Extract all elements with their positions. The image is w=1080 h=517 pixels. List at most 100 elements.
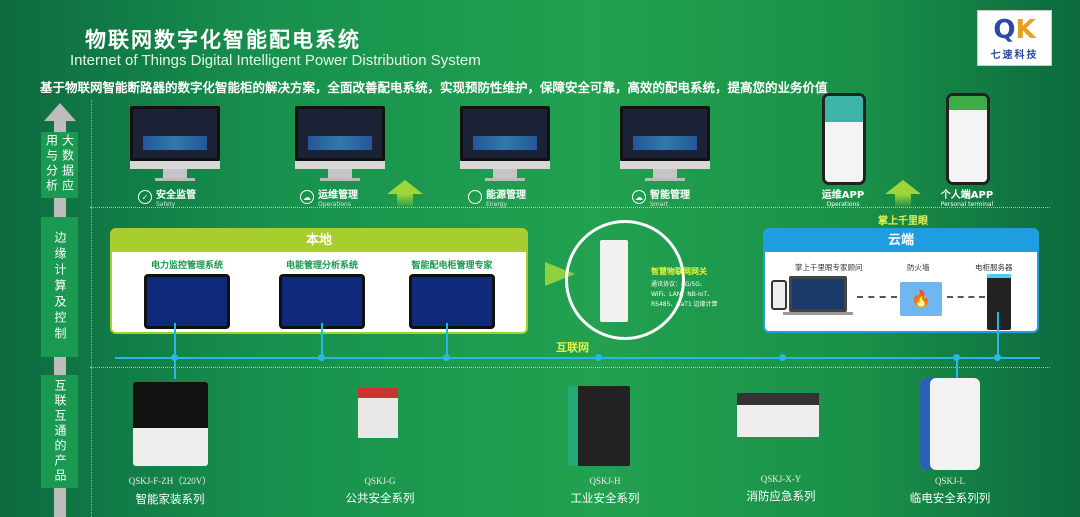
phone-operations-app bbox=[822, 93, 866, 185]
app-label-en: Safety bbox=[156, 201, 176, 208]
network-node bbox=[443, 354, 450, 361]
laptop-icon bbox=[789, 276, 847, 312]
connector bbox=[174, 323, 176, 357]
gateway-line: RS485、CaT1 边缘计算 bbox=[651, 301, 718, 308]
layer-edge: 边缘计算及控制 bbox=[41, 217, 78, 357]
gateway-line: 通讯协议：4G/5G、 bbox=[651, 281, 706, 288]
app-label: 运维管理 bbox=[318, 190, 358, 201]
phone-icon bbox=[771, 280, 787, 310]
page-subtitle: Internet of Things Digital Intelligent P… bbox=[70, 52, 481, 69]
monitor-safety bbox=[130, 106, 220, 181]
system-cabinet-expert: 智能配电柜管理专家 bbox=[397, 258, 507, 329]
product-public: QSKJ-G 公共安全系列 bbox=[300, 476, 460, 506]
product-name: 公共安全系列 bbox=[345, 493, 415, 505]
system-power-monitor: 电力监控管理系统 bbox=[132, 258, 242, 329]
phone-label-text: 个人端APP bbox=[940, 190, 994, 201]
cloud-item-label: 防火墙 bbox=[907, 263, 930, 272]
product-name: 临电安全系列列 bbox=[909, 493, 991, 505]
network-node bbox=[595, 354, 602, 361]
product-name: 智能家装系列 bbox=[135, 494, 205, 506]
monitor-smart bbox=[620, 106, 710, 181]
layer-label: 边缘计算及控制 bbox=[53, 231, 67, 343]
server-icon bbox=[987, 274, 1011, 330]
layer-products: 互联互通的产品 bbox=[41, 375, 78, 488]
product-name: 消防应急系列 bbox=[746, 491, 816, 503]
layer-arrow-head-icon bbox=[44, 103, 76, 121]
up-arrow-icon bbox=[387, 180, 423, 208]
app-label: 安全监管 bbox=[156, 190, 196, 201]
product-home-image bbox=[133, 382, 208, 466]
app-label-en: Operations bbox=[318, 201, 351, 208]
gateway-device bbox=[600, 240, 628, 322]
app-label-en: Energy bbox=[486, 201, 508, 208]
connector bbox=[997, 312, 999, 357]
gateway-ring bbox=[565, 220, 685, 340]
system-label: 电能管理分析系统 bbox=[285, 261, 358, 271]
product-industrial-image bbox=[568, 386, 630, 466]
network-node bbox=[953, 354, 960, 361]
divider bbox=[90, 207, 1050, 208]
system-label: 电力监控管理系统 bbox=[150, 261, 223, 271]
dashed-arrow bbox=[947, 296, 985, 298]
gateway-title: 智慧物联网网关 bbox=[651, 267, 707, 276]
bulb-icon bbox=[468, 190, 482, 204]
system-energy-analysis: 电能管理分析系统 bbox=[267, 258, 377, 329]
product-home: QSKJ-F-ZH（220V） 智能家装系列 bbox=[90, 474, 250, 507]
layer-big-data: 大数据应用与分析 bbox=[41, 132, 78, 198]
product-public-image bbox=[358, 388, 398, 438]
network-label: 互联网 bbox=[556, 341, 589, 354]
app-label: 能源管理 bbox=[486, 190, 526, 201]
laptop-base bbox=[783, 312, 853, 315]
network-node bbox=[171, 354, 178, 361]
layer-label: 大数据应用与分析 bbox=[44, 134, 75, 194]
page-description: 基于物联网智能断路器的数字化智能柜的解决方案，全面改善配电系统，实现预防性维护，… bbox=[40, 80, 828, 95]
operations-icon: ☁ bbox=[300, 190, 314, 204]
cloud-panel: 云端 掌上千里眼专家顾问 防火墙 电柜服务器 🔥 bbox=[763, 228, 1039, 333]
cloud-caption: 掌上千里眼 bbox=[878, 216, 928, 227]
network-node bbox=[779, 354, 786, 361]
phone-personal-app bbox=[946, 93, 990, 185]
connector bbox=[321, 323, 323, 357]
divider bbox=[90, 367, 1050, 368]
product-model: QSKJ-G bbox=[364, 476, 396, 486]
network-line bbox=[115, 357, 1040, 359]
product-model: QSKJ-F-ZH（220V） bbox=[128, 476, 212, 486]
app-label-en: Smart bbox=[650, 201, 669, 208]
firewall-icon: 🔥 bbox=[900, 282, 942, 316]
up-arrow-icon bbox=[885, 180, 921, 208]
system-label: 智能配电柜管理专家 bbox=[411, 261, 493, 271]
shield-icon: ✓ bbox=[138, 190, 152, 204]
cloud-item-label: 电柜服务器 bbox=[975, 263, 1013, 272]
dashed-arrow bbox=[857, 296, 897, 298]
local-panel: 本地 电力监控管理系统 电能管理分析系统 智能配电柜管理专家 bbox=[110, 228, 528, 334]
network-node bbox=[318, 354, 325, 361]
network-node bbox=[994, 354, 1001, 361]
gateway-line: WiFi、LAN、NB-IoT、 bbox=[651, 291, 714, 298]
cloud-item-label: 掌上千里眼专家顾问 bbox=[795, 263, 863, 272]
product-temp-power-image bbox=[920, 378, 980, 470]
cloud-icon: ☁ bbox=[632, 190, 646, 204]
phone-label-en: Personal terminal bbox=[940, 201, 994, 208]
monitor-energy bbox=[460, 106, 550, 181]
app-label: 智能管理 bbox=[650, 190, 690, 201]
divider bbox=[91, 100, 92, 517]
gateway-protocols: 通讯协议：4G/5G、 WiFi、LAN、NB-IoT、 RS485、CaT1 边缘… bbox=[651, 280, 718, 310]
product-name: 工业安全系列 bbox=[570, 493, 640, 505]
connector bbox=[956, 357, 958, 379]
phone-label-text: 运维APP bbox=[821, 190, 865, 201]
layer-label: 互联互通的产品 bbox=[53, 379, 67, 484]
monitor-operations bbox=[295, 106, 385, 181]
cloud-title: 云端 bbox=[765, 230, 1037, 252]
local-title: 本地 bbox=[112, 230, 526, 252]
connector bbox=[446, 323, 448, 357]
